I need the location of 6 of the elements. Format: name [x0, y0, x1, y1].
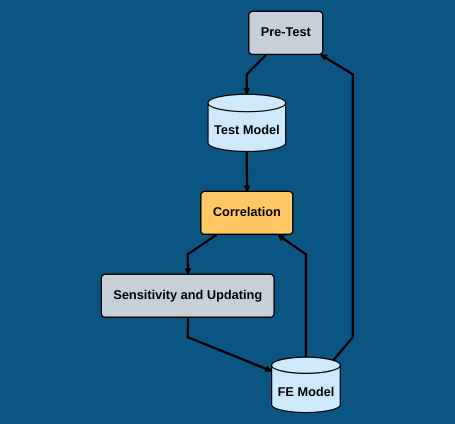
arrow: [244, 152, 251, 192]
arrow: [244, 54, 268, 95]
arrow: [186, 318, 272, 372]
arrow: [278, 234, 308, 358]
arrow: [320, 54, 354, 362]
arrow: [184, 234, 218, 275]
